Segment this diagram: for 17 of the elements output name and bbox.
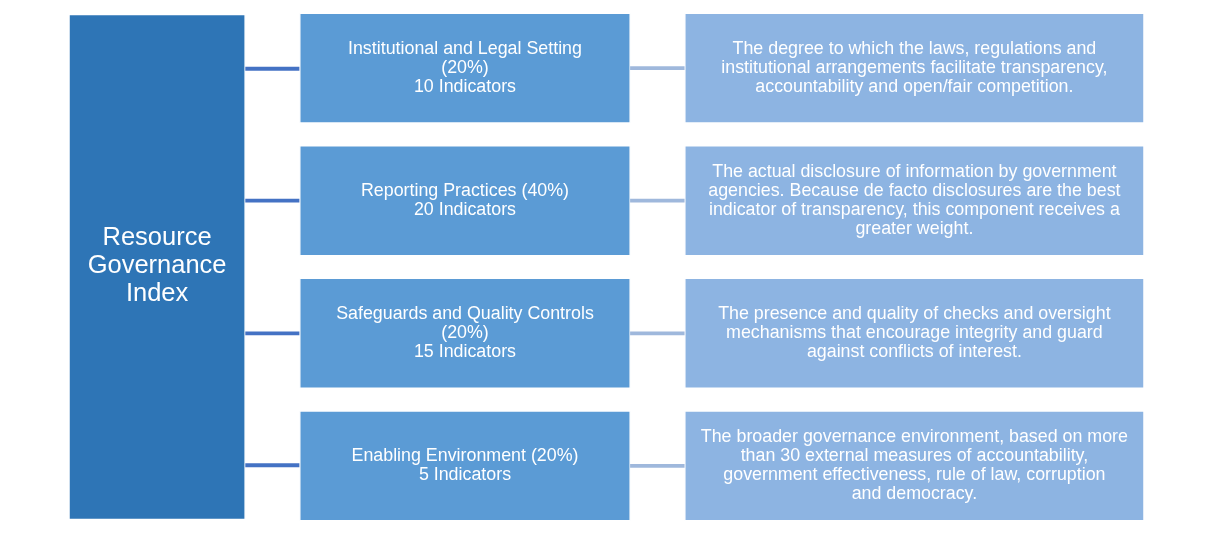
connector bbox=[244, 331, 299, 336]
node-box: The presence and quality of checks and oversight mechanisms that encourage integrity and guard against conflicts of interest. bbox=[683, 277, 1145, 389]
connector bbox=[244, 463, 299, 468]
node-box: Resource Governance Index bbox=[67, 13, 246, 521]
node-box: The broader governance environment, based on more than 30 external measures of accountability, government effectiveness, rule of law, corruption and democracy. bbox=[683, 410, 1145, 522]
connector bbox=[629, 331, 685, 336]
connector bbox=[629, 198, 685, 203]
node-box: The actual disclosure of information by government agencies. Because de facto disclosures are the best indicator of transparency, this component receives a greater weight. bbox=[683, 145, 1145, 257]
connector bbox=[244, 66, 299, 71]
connector bbox=[244, 198, 299, 203]
node-box: Institutional and Legal Setting (20%) 10 Indicators bbox=[298, 12, 631, 124]
node-box: The degree to which the laws, regulations and institutional arrangements facilitate transparency, accountability and open/fair competition. bbox=[683, 12, 1145, 124]
connector bbox=[629, 464, 685, 468]
connector bbox=[629, 66, 685, 70]
node-box: Safeguards and Quality Controls (20%) 15 Indicators bbox=[298, 277, 631, 389]
node-box: Enabling Environment (20%) 5 Indicators bbox=[298, 410, 631, 522]
node-box: Reporting Practices (40%) 20 Indicators bbox=[298, 145, 631, 257]
